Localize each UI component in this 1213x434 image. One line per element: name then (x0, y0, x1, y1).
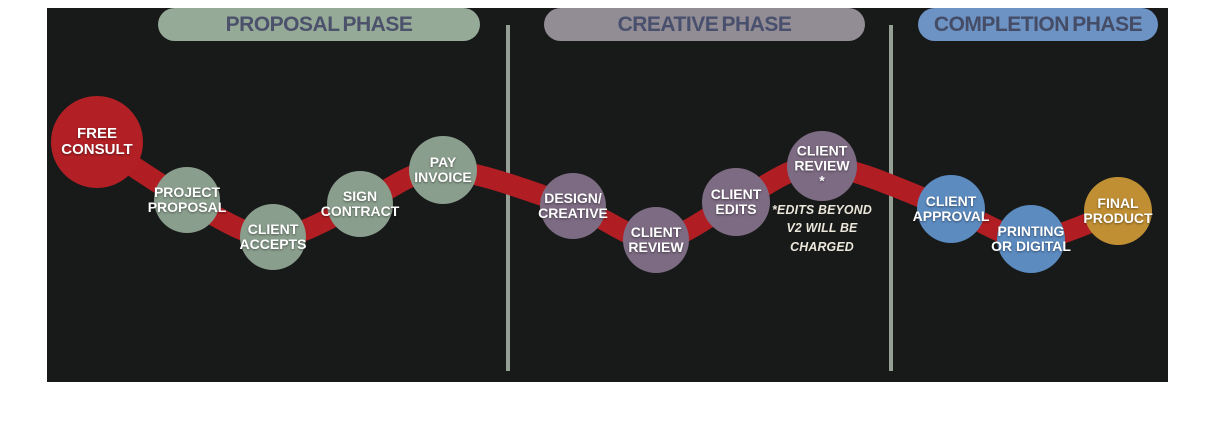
node-project-proposal: PROJECT PROPOSAL (148, 167, 226, 233)
phase-header-completion: COMPLETION PHASE (918, 8, 1158, 41)
node-final-product: FINAL PRODUCT (1083, 177, 1153, 245)
node-client-review-v2: CLIENT REVIEW * (787, 131, 857, 201)
phase-header-proposal: PROPOSAL PHASE (158, 8, 480, 41)
node-sign-contract: SIGN CONTRACT (321, 171, 399, 237)
phase-divider-2 (889, 25, 893, 371)
node-label-final-product: FINAL PRODUCT (1083, 194, 1153, 226)
node-printing-or-digital: PRINTING OR DIGITAL (991, 205, 1071, 273)
node-free-consult: FREE CONSULT (51, 96, 143, 188)
node-label-client-review-v2: CLIENT REVIEW * (794, 142, 850, 189)
node-label-client-review: CLIENT REVIEW (628, 223, 684, 255)
node-client-review: CLIENT REVIEW (623, 207, 689, 273)
phase-header-creative: CREATIVE PHASE (544, 8, 865, 41)
node-client-approval: CLIENT APPROVAL (913, 175, 989, 243)
node-design-creative: DESIGN/ CREATIVE (538, 173, 608, 239)
node-label-project-proposal: PROJECT PROPOSAL (147, 183, 227, 215)
phase-divider-1 (506, 25, 510, 371)
node-label-design-creative: DESIGN/ CREATIVE (538, 189, 608, 221)
node-label-sign-contract: SIGN CONTRACT (320, 187, 400, 219)
node-label-pay-invoice: PAY INVOICE (414, 153, 472, 185)
node-label-printing-or-digital: PRINTING OR DIGITAL (991, 222, 1071, 254)
node-label-client-approval: CLIENT APPROVAL (912, 192, 990, 224)
node-client-edits: CLIENT EDITS (702, 168, 770, 236)
node-label-client-edits: CLIENT EDITS (710, 185, 762, 217)
node-client-accepts: CLIENT ACCEPTS (240, 204, 306, 270)
node-label-free-consult: FREE CONSULT (61, 124, 133, 158)
node-pay-invoice: PAY INVOICE (409, 136, 477, 204)
edits-charge-note: *EDITS BEYOND V2 WILL BE CHARGED (772, 202, 872, 254)
node-label-client-accepts: CLIENT ACCEPTS (239, 220, 307, 252)
